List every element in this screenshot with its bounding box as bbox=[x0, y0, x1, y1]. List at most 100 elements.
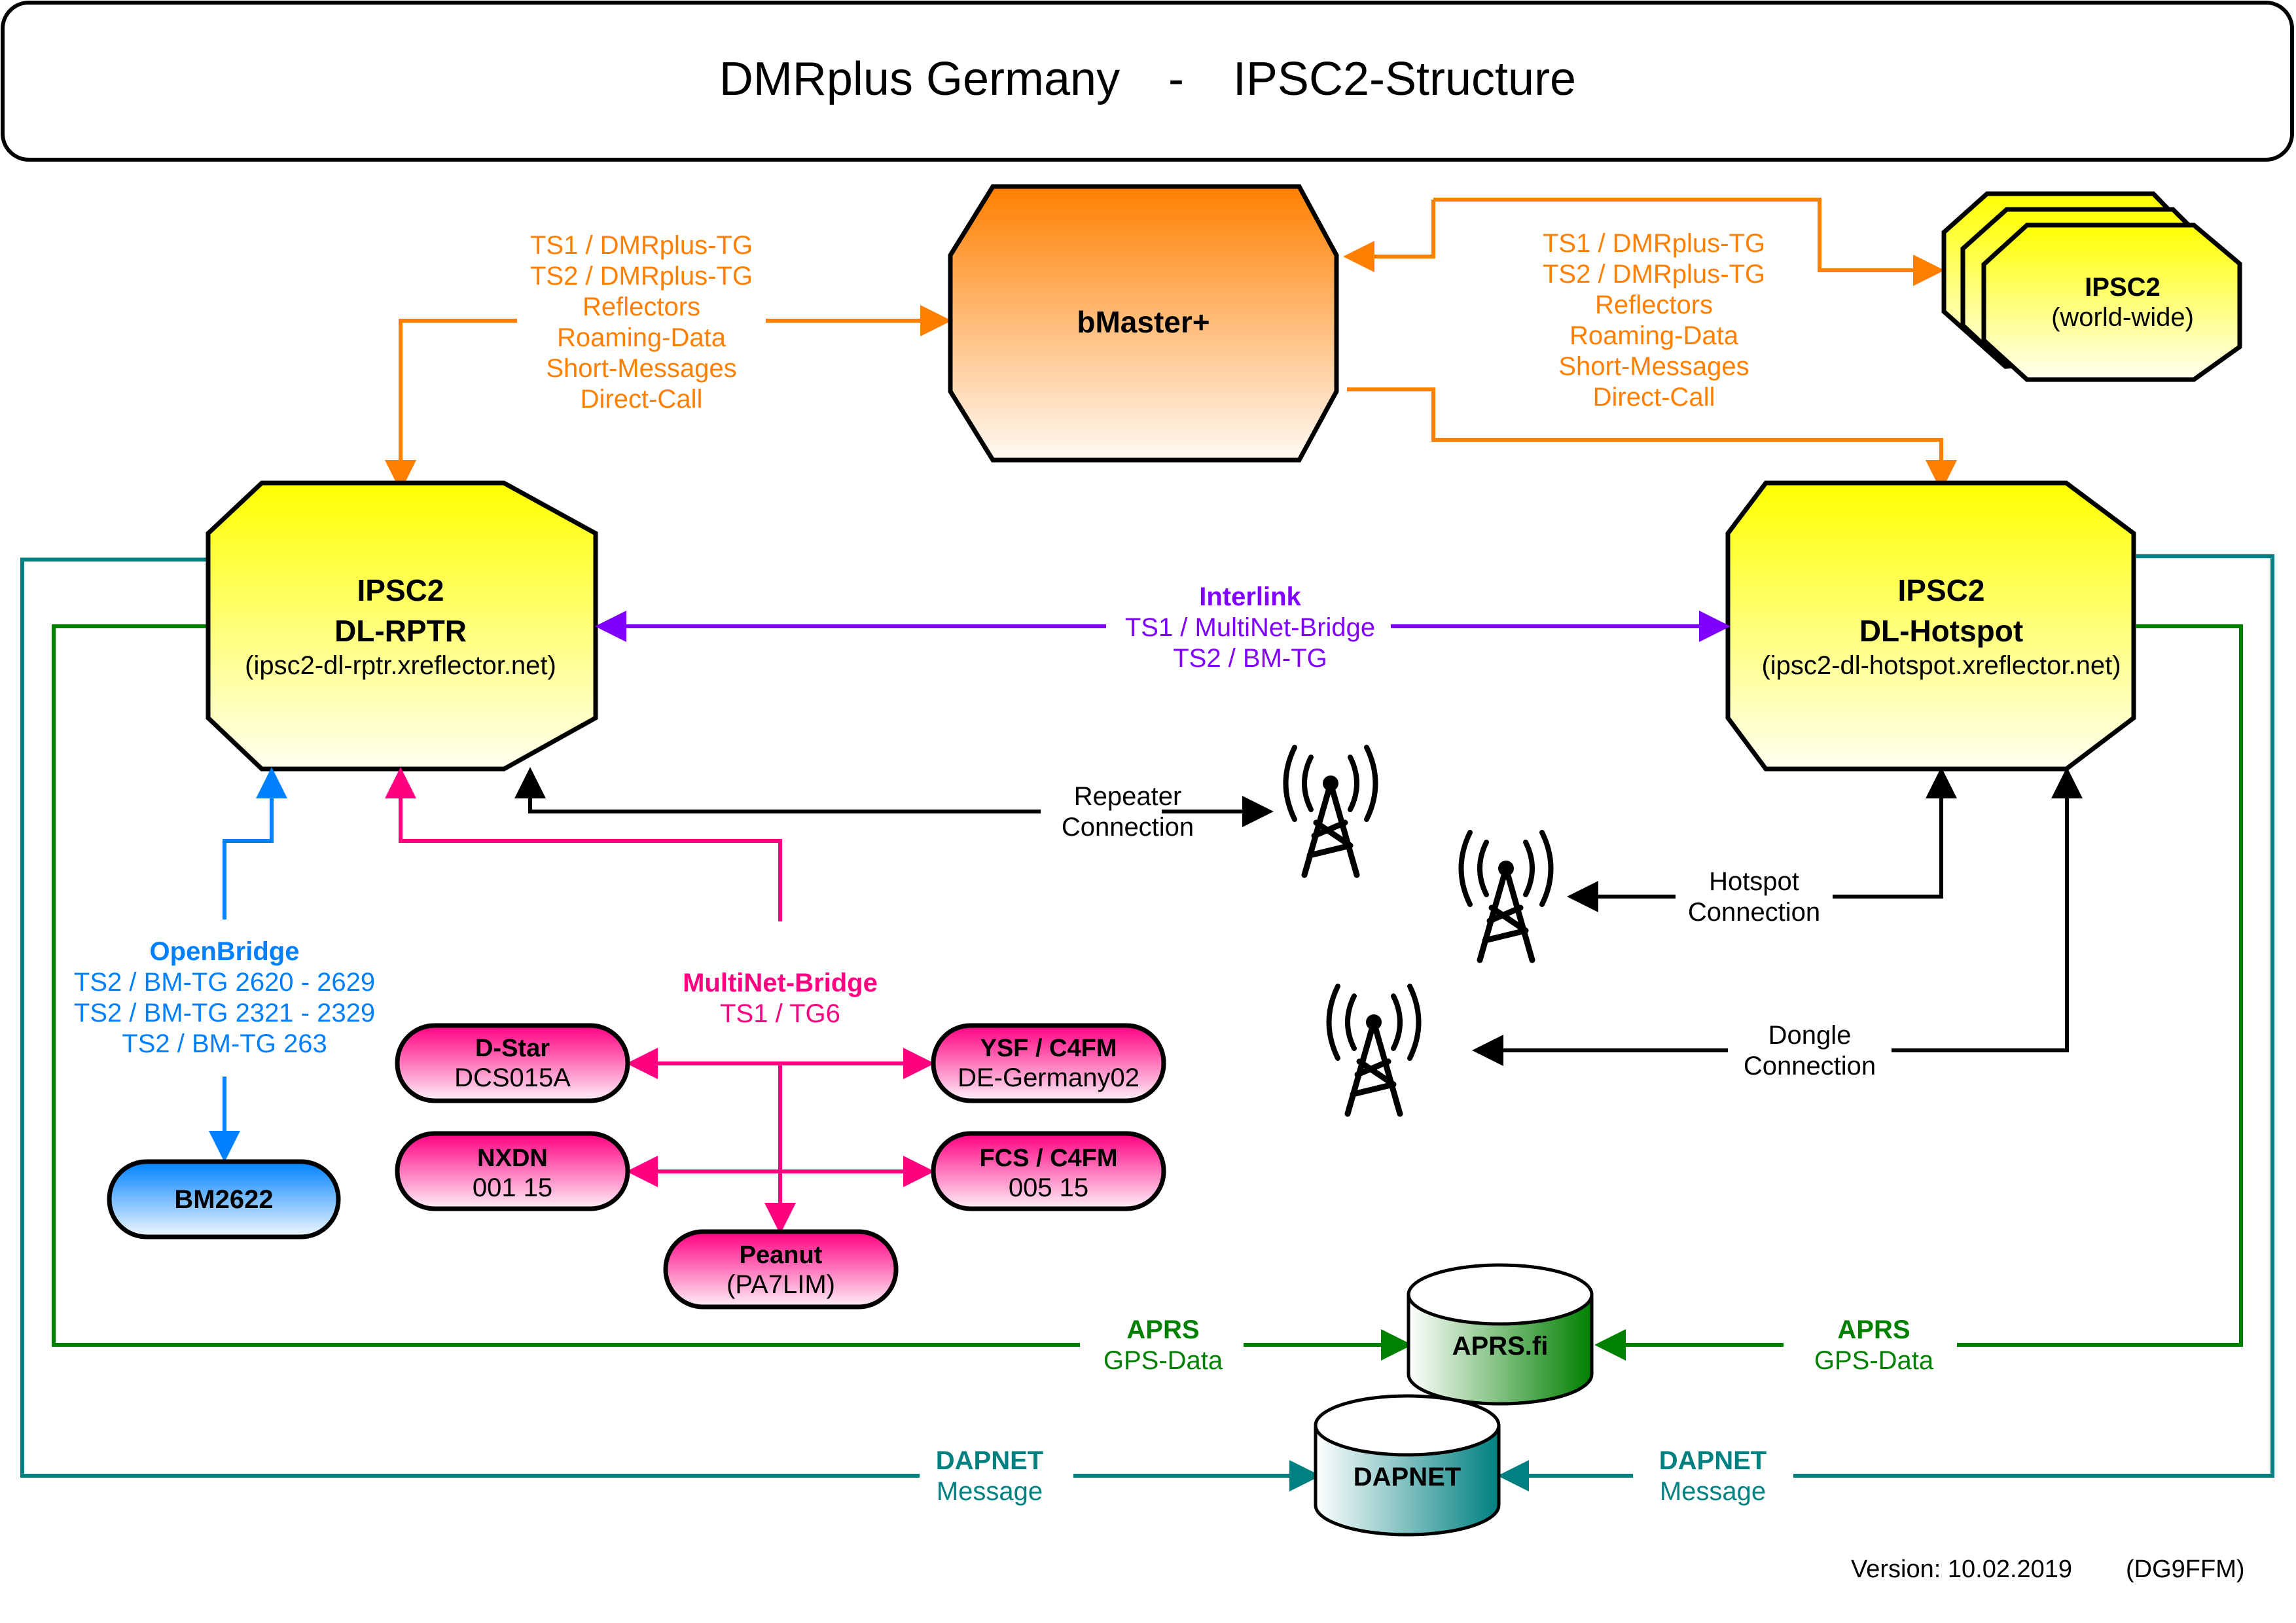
svg-text:Roaming-Data: Roaming-Data bbox=[1570, 321, 1739, 350]
interlink-line2: TS2 / BM-TG bbox=[1173, 644, 1327, 673]
svg-text:GPS-Data: GPS-Data bbox=[1814, 1346, 1934, 1375]
node-peanut[interactable]: Peanut (PA7LIM) bbox=[663, 1229, 899, 1310]
svg-text:APRS: APRS bbox=[1837, 1315, 1910, 1344]
svg-text:DAPNET: DAPNET bbox=[1659, 1446, 1767, 1475]
author-text: (DG9FFM) bbox=[2126, 1556, 2245, 1583]
link-bmaster-to-hotspot bbox=[1347, 387, 1957, 491]
hotspot-conn-line2: Connection bbox=[1688, 898, 1820, 927]
svg-text:Short-Messages: Short-Messages bbox=[1558, 352, 1749, 381]
svg-text:TS1 / DMRplus-TG: TS1 / DMRplus-TG bbox=[530, 231, 753, 260]
bmaster-right-label: TS1 / DMRplus-TG TS2 / DMRplus-TG Reflec… bbox=[1543, 229, 1765, 412]
dapnet-links bbox=[20, 554, 2274, 1491]
svg-text:Reflectors: Reflectors bbox=[583, 293, 700, 321]
svg-text:(PA7LIM): (PA7LIM) bbox=[726, 1270, 835, 1299]
multinet-line1: TS1 / TG6 bbox=[720, 999, 840, 1028]
svg-text:TS2 / DMRplus-TG: TS2 / DMRplus-TG bbox=[1543, 260, 1765, 289]
svg-text:NXDN: NXDN bbox=[477, 1145, 548, 1172]
node-ipsc2-worldwide[interactable]: IPSC2 (world-wide) bbox=[1941, 191, 2242, 382]
repeater-tower-icon bbox=[1286, 747, 1376, 875]
openbridge: OpenBridge TS2 / BM-TG 2620 - 2629 TS2 /… bbox=[74, 767, 375, 1162]
svg-text:DAPNET: DAPNET bbox=[936, 1446, 1043, 1475]
node-fcs[interactable]: FCS / C4FM 005 15 bbox=[931, 1131, 1166, 1211]
title-separator: - bbox=[1168, 53, 1184, 105]
node-ipsc2-dl-rptr[interactable]: IPSC2 DL-RPTR (ipsc2-dl-rptr.xreflector.… bbox=[206, 480, 598, 772]
node-ipsc2-dl-hotspot[interactable]: IPSC2 DL-Hotspot (ipsc2-dl-hotspot.xrefl… bbox=[1725, 480, 2136, 772]
svg-text:FCS / C4FM: FCS / C4FM bbox=[979, 1145, 1117, 1172]
interlink: Interlink TS1 / MultiNet-Bridge TS2 / BM… bbox=[595, 582, 1731, 673]
interlink-line1: TS1 / MultiNet-Bridge bbox=[1125, 613, 1375, 642]
svg-text:TS1 / DMRplus-TG: TS1 / DMRplus-TG bbox=[1543, 229, 1765, 258]
svg-text:TS2 / BM-TG 2620 - 2629: TS2 / BM-TG 2620 - 2629 bbox=[74, 968, 375, 997]
svg-text:001 15: 001 15 bbox=[473, 1173, 552, 1202]
link-rptr-dapnet bbox=[20, 558, 920, 1478]
node-ysf[interactable]: YSF / C4FM DE-Germany02 bbox=[931, 1023, 1166, 1103]
footer: Version: 10.02.2019 (DG9FFM) bbox=[1851, 1556, 2245, 1583]
node-aprs-fi[interactable]: APRS.fi bbox=[1407, 1263, 1594, 1406]
aprs-left-label: APRS GPS-Data bbox=[1103, 1315, 1223, 1375]
node-bm2622[interactable]: BM2622 bbox=[107, 1159, 341, 1240]
interlink-title: Interlink bbox=[1199, 582, 1301, 611]
version-text: Version: 10.02.2019 bbox=[1851, 1556, 2072, 1583]
svg-text:TS2 / DMRplus-TG: TS2 / DMRplus-TG bbox=[530, 262, 753, 291]
multinet-bridge: MultiNet-Bridge TS1 / TG6 bbox=[385, 767, 935, 1234]
world-line2: (world-wide) bbox=[2051, 303, 2194, 332]
bmaster-label: bMaster+ bbox=[1077, 305, 1210, 339]
aprs-fi-label: APRS.fi bbox=[1452, 1332, 1549, 1361]
openbridge-title: OpenBridge bbox=[150, 937, 300, 966]
link-rptr-aprs bbox=[52, 624, 1080, 1347]
hotspot-tower-icon bbox=[1462, 832, 1551, 960]
svg-text:D-Star: D-Star bbox=[475, 1035, 550, 1062]
svg-text:YSF / C4FM: YSF / C4FM bbox=[980, 1035, 1117, 1062]
hotspot-line3: (ipsc2-dl-hotspot.xreflector.net) bbox=[1761, 651, 2121, 680]
svg-text:TS2 / BM-TG 263: TS2 / BM-TG 263 bbox=[122, 1029, 327, 1058]
svg-text:Peanut: Peanut bbox=[740, 1241, 823, 1269]
rptr-line2: DL-RPTR bbox=[334, 614, 467, 648]
svg-text:Reflectors: Reflectors bbox=[1595, 291, 1713, 319]
dapnet-label: DAPNET bbox=[1354, 1463, 1461, 1491]
title-left: DMRplus Germany bbox=[719, 53, 1120, 105]
repeater-line1: Repeater bbox=[1074, 782, 1182, 811]
world-line1: IPSC2 bbox=[2085, 273, 2161, 302]
link-hotspot-dapnet bbox=[1793, 554, 2274, 1478]
link-world-to-bmaster bbox=[1343, 200, 1435, 272]
repeater-connection: Repeater Connection bbox=[514, 747, 1376, 875]
link-bmaster-to-world bbox=[1433, 198, 1945, 286]
dapnet-right-label: DAPNET Message bbox=[1659, 1446, 1767, 1506]
hotspot-conn-line1: Hotspot bbox=[1709, 867, 1799, 896]
svg-text:Message: Message bbox=[937, 1477, 1043, 1506]
repeater-line2: Connection bbox=[1062, 813, 1194, 842]
svg-text:DCS015A: DCS015A bbox=[454, 1063, 571, 1092]
node-bmaster[interactable]: bMaster+ bbox=[948, 184, 1339, 463]
svg-text:GPS-Data: GPS-Data bbox=[1103, 1346, 1223, 1375]
title-banner: DMRplus Germany - IPSC2-Structure bbox=[1, 1, 2294, 162]
hotspot-connection: Hotspot Connection bbox=[1462, 767, 1957, 960]
hotspot-line2: DL-Hotspot bbox=[1859, 614, 2023, 648]
rptr-line3: (ipsc2-dl-rptr.xreflector.net) bbox=[245, 651, 556, 680]
svg-text:APRS: APRS bbox=[1126, 1315, 1199, 1344]
aprs-right-label: APRS GPS-Data bbox=[1814, 1315, 1934, 1375]
dongle-tower-icon bbox=[1329, 986, 1419, 1114]
svg-text:Short-Messages: Short-Messages bbox=[546, 354, 736, 383]
bm2622-label: BM2622 bbox=[174, 1185, 273, 1214]
svg-text:TS2 / BM-TG 2321 - 2329: TS2 / BM-TG 2321 - 2329 bbox=[74, 999, 375, 1027]
dapnet-left-label: DAPNET Message bbox=[936, 1446, 1043, 1506]
svg-text:005 15: 005 15 bbox=[1009, 1173, 1088, 1202]
node-dstar[interactable]: D-Star DCS015A bbox=[395, 1023, 630, 1103]
dongle-connection: Dongle Connection bbox=[1329, 767, 2083, 1114]
dongle-conn-line1: Dongle bbox=[1768, 1021, 1852, 1050]
bmaster-links bbox=[385, 198, 1957, 491]
svg-text:Message: Message bbox=[1660, 1477, 1766, 1506]
svg-text:Direct-Call: Direct-Call bbox=[1593, 383, 1715, 412]
rptr-line1: IPSC2 bbox=[357, 573, 444, 607]
aprs-links bbox=[52, 624, 2243, 1361]
bmaster-left-label: TS1 / DMRplus-TG TS2 / DMRplus-TG Reflec… bbox=[530, 231, 753, 414]
link-hotspot-aprs bbox=[1957, 624, 2243, 1347]
svg-text:DE-Germany02: DE-Germany02 bbox=[958, 1063, 1139, 1092]
node-dapnet[interactable]: DAPNET bbox=[1314, 1394, 1501, 1537]
title-right: IPSC2-Structure bbox=[1233, 53, 1576, 105]
hotspot-line1: IPSC2 bbox=[1898, 573, 1985, 607]
node-nxdn[interactable]: NXDN 001 15 bbox=[395, 1131, 630, 1211]
svg-text:Direct-Call: Direct-Call bbox=[581, 385, 703, 414]
multinet-title: MultiNet-Bridge bbox=[683, 969, 878, 997]
